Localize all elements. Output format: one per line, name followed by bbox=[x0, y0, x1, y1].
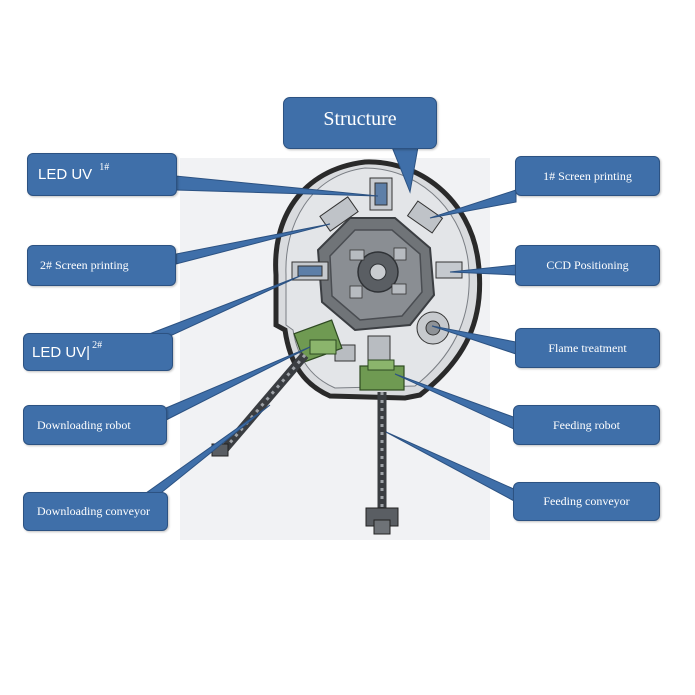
label-downloading-robot: Downloading robot bbox=[23, 405, 167, 445]
label-led-uv-2-text: LED UV| bbox=[32, 343, 91, 361]
feeding-robot-graphic bbox=[359, 359, 405, 391]
turntable bbox=[316, 217, 436, 332]
structure-title: Structure bbox=[283, 97, 437, 149]
label-downloading-robot-text: Downloading robot bbox=[37, 417, 131, 432]
label-led-uv-2: LED UV| 2# bbox=[23, 333, 173, 371]
label-screen-printing-1: 1# Screen printing bbox=[515, 156, 660, 196]
label-feeding-robot: Feeding robot bbox=[513, 405, 660, 445]
label-led-uv-2-number: 2# bbox=[92, 339, 103, 351]
feeding-conveyor-graphic bbox=[365, 392, 399, 535]
downloading-robot-graphic bbox=[293, 319, 343, 363]
label-downloading-conveyor: Downloading conveyor bbox=[23, 492, 168, 531]
station-details bbox=[291, 177, 463, 367]
label-flame-treatment-text: Flame treatment bbox=[548, 340, 627, 355]
structure-title-text: Structure bbox=[323, 108, 397, 130]
pointer-screen-printing-1 bbox=[429, 189, 517, 219]
pointer-screen-printing-2 bbox=[175, 223, 331, 265]
label-feeding-conveyor-text: Feeding conveyor bbox=[543, 494, 630, 508]
label-screen-printing-2: 2# Screen printing bbox=[27, 245, 176, 286]
label-feeding-robot-text: Feeding robot bbox=[553, 417, 620, 432]
label-downloading-conveyor-text: Downloading conveyor bbox=[37, 504, 150, 518]
label-ccd-positioning: CCD Positioning bbox=[515, 245, 660, 286]
label-led-uv-1-text: LED UV bbox=[38, 166, 93, 183]
label-ccd-positioning-text: CCD Positioning bbox=[546, 258, 629, 272]
label-feeding-conveyor: Feeding conveyor bbox=[513, 482, 660, 521]
callout-pointers bbox=[143, 146, 517, 507]
label-led-uv-1-number: 1# bbox=[99, 162, 110, 173]
label-led-uv-1: LED UV 1# bbox=[27, 153, 177, 196]
label-screen-printing-2-text: 2# Screen printing bbox=[40, 258, 129, 272]
label-screen-printing-1-text: 1# Screen printing bbox=[543, 168, 632, 183]
label-flame-treatment: Flame treatment bbox=[515, 328, 660, 368]
